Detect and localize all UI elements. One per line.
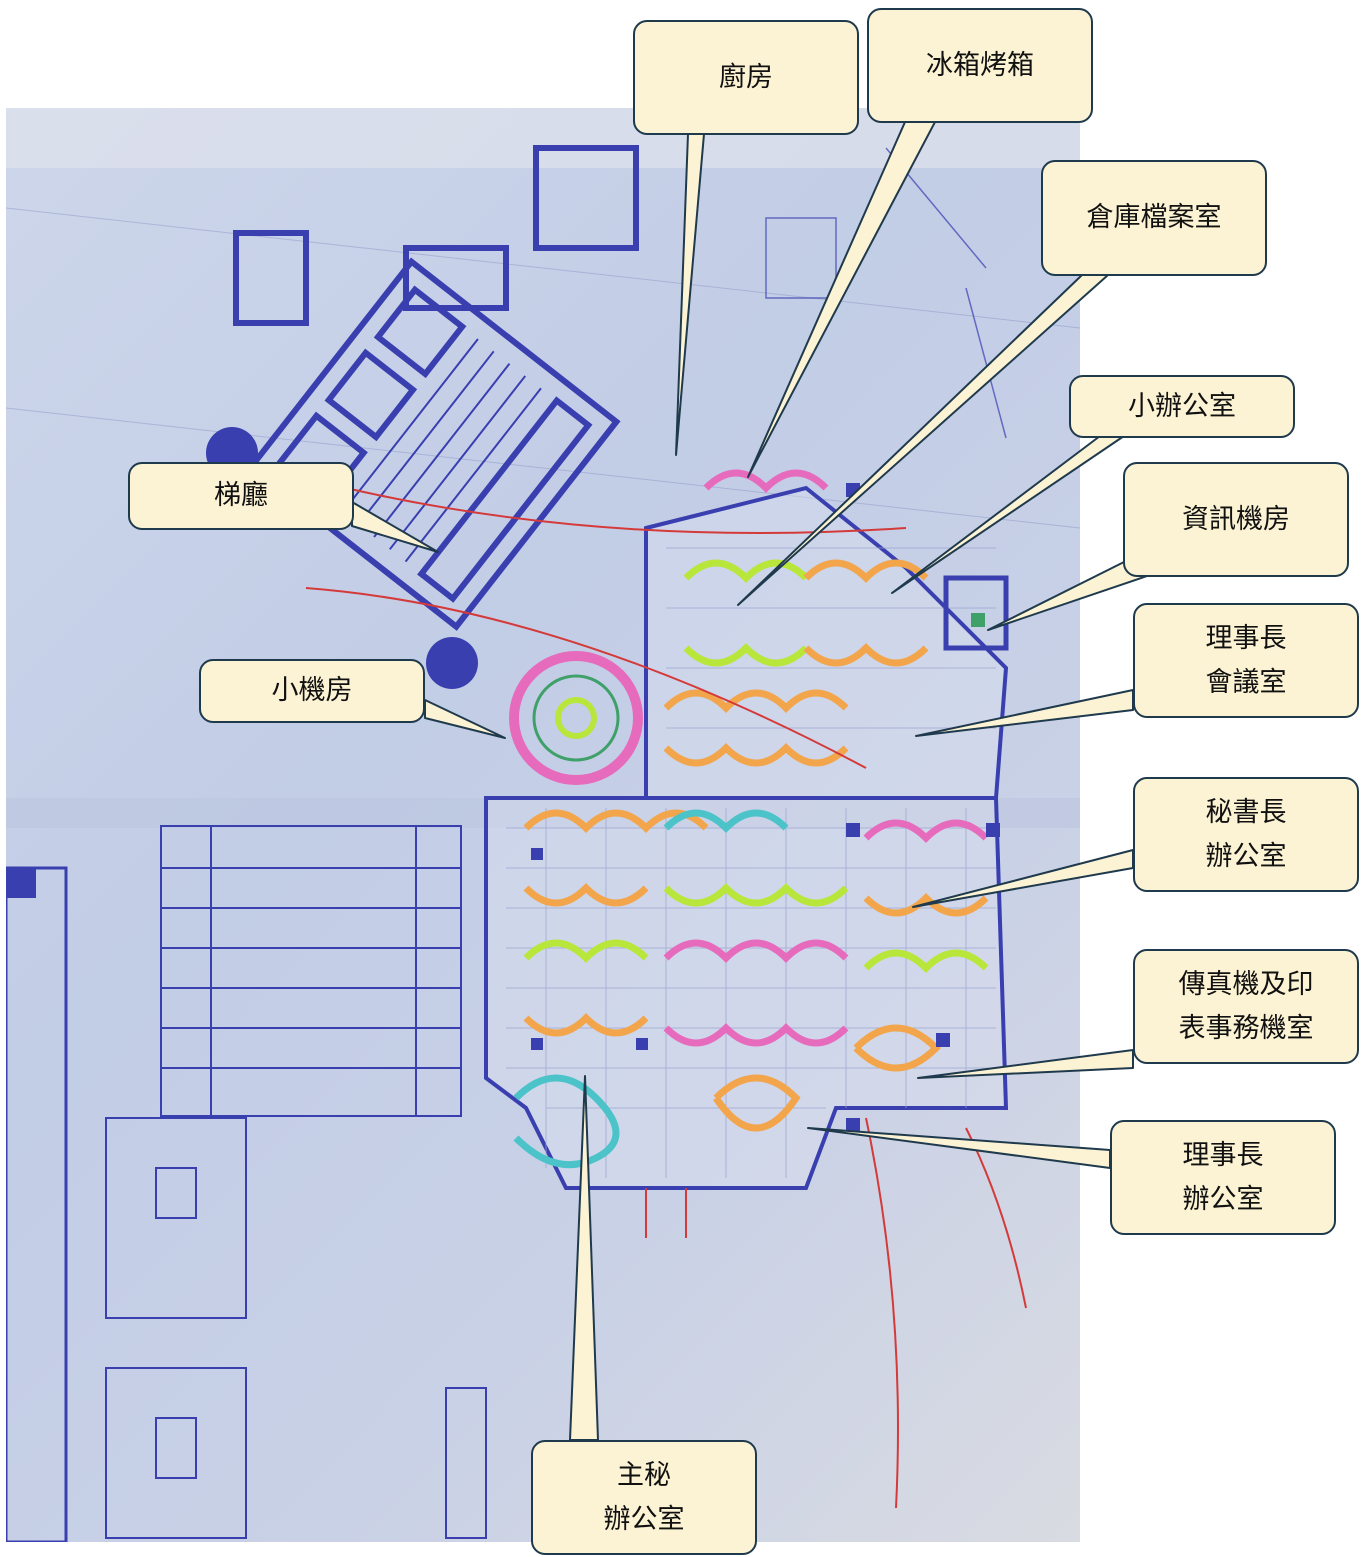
kitchen-callout: 廚房 <box>633 20 859 135</box>
storage-archive-callout: 倉庫檔案室 <box>1041 160 1267 276</box>
chairman-office-label-line2: 辦公室 <box>1182 1183 1264 1215</box>
small-machine-room-callout: 小機房 <box>199 659 425 723</box>
floor-plan-drawing <box>6 108 1080 1542</box>
small-machine-room-label: 小機房 <box>271 675 353 706</box>
it-room-label: 資訊機房 <box>1182 503 1290 535</box>
elevator-hall-label: 梯廳 <box>214 480 268 511</box>
small-office-callout: 小辦公室 <box>1069 375 1295 438</box>
kitchen-label: 廚房 <box>719 61 773 93</box>
secretary-general-office-callout: 秘書長 辦公室 <box>1133 777 1359 892</box>
chairman-meeting-label-line1: 理事長 <box>1205 622 1287 654</box>
chairman-meeting-label-line2: 會議室 <box>1205 666 1287 698</box>
secretary-general-office-label-line2: 辦公室 <box>1205 840 1287 872</box>
chairman-office-label-line1: 理事長 <box>1182 1139 1264 1171</box>
storage-archive-label: 倉庫檔案室 <box>1086 202 1222 233</box>
chief-secretary-office-label-line2: 辦公室 <box>603 1503 685 1535</box>
fridge-oven-callout: 冰箱烤箱 <box>867 8 1093 123</box>
elevator-hall-callout: 梯廳 <box>128 462 354 530</box>
small-office-label: 小辦公室 <box>1128 390 1236 422</box>
fax-print-room-label-line2: 表事務機室 <box>1178 1012 1314 1044</box>
secretary-general-office-label-line1: 秘書長 <box>1205 796 1287 828</box>
chief-secretary-office-callout: 主秘 辦公室 <box>531 1440 757 1555</box>
fax-print-room-label-line1: 傳真機及印 <box>1178 968 1314 1000</box>
fridge-oven-label: 冰箱烤箱 <box>926 49 1034 81</box>
chairman-meeting-callout: 理事長 會議室 <box>1133 603 1359 718</box>
chairman-office-callout: 理事長 辦公室 <box>1110 1120 1336 1235</box>
chief-secretary-office-label-line1: 主秘 <box>617 1459 671 1491</box>
it-room-callout: 資訊機房 <box>1123 462 1349 577</box>
fax-print-room-callout: 傳真機及印 表事務機室 <box>1133 949 1359 1064</box>
blueprint-photo <box>6 108 1080 1542</box>
